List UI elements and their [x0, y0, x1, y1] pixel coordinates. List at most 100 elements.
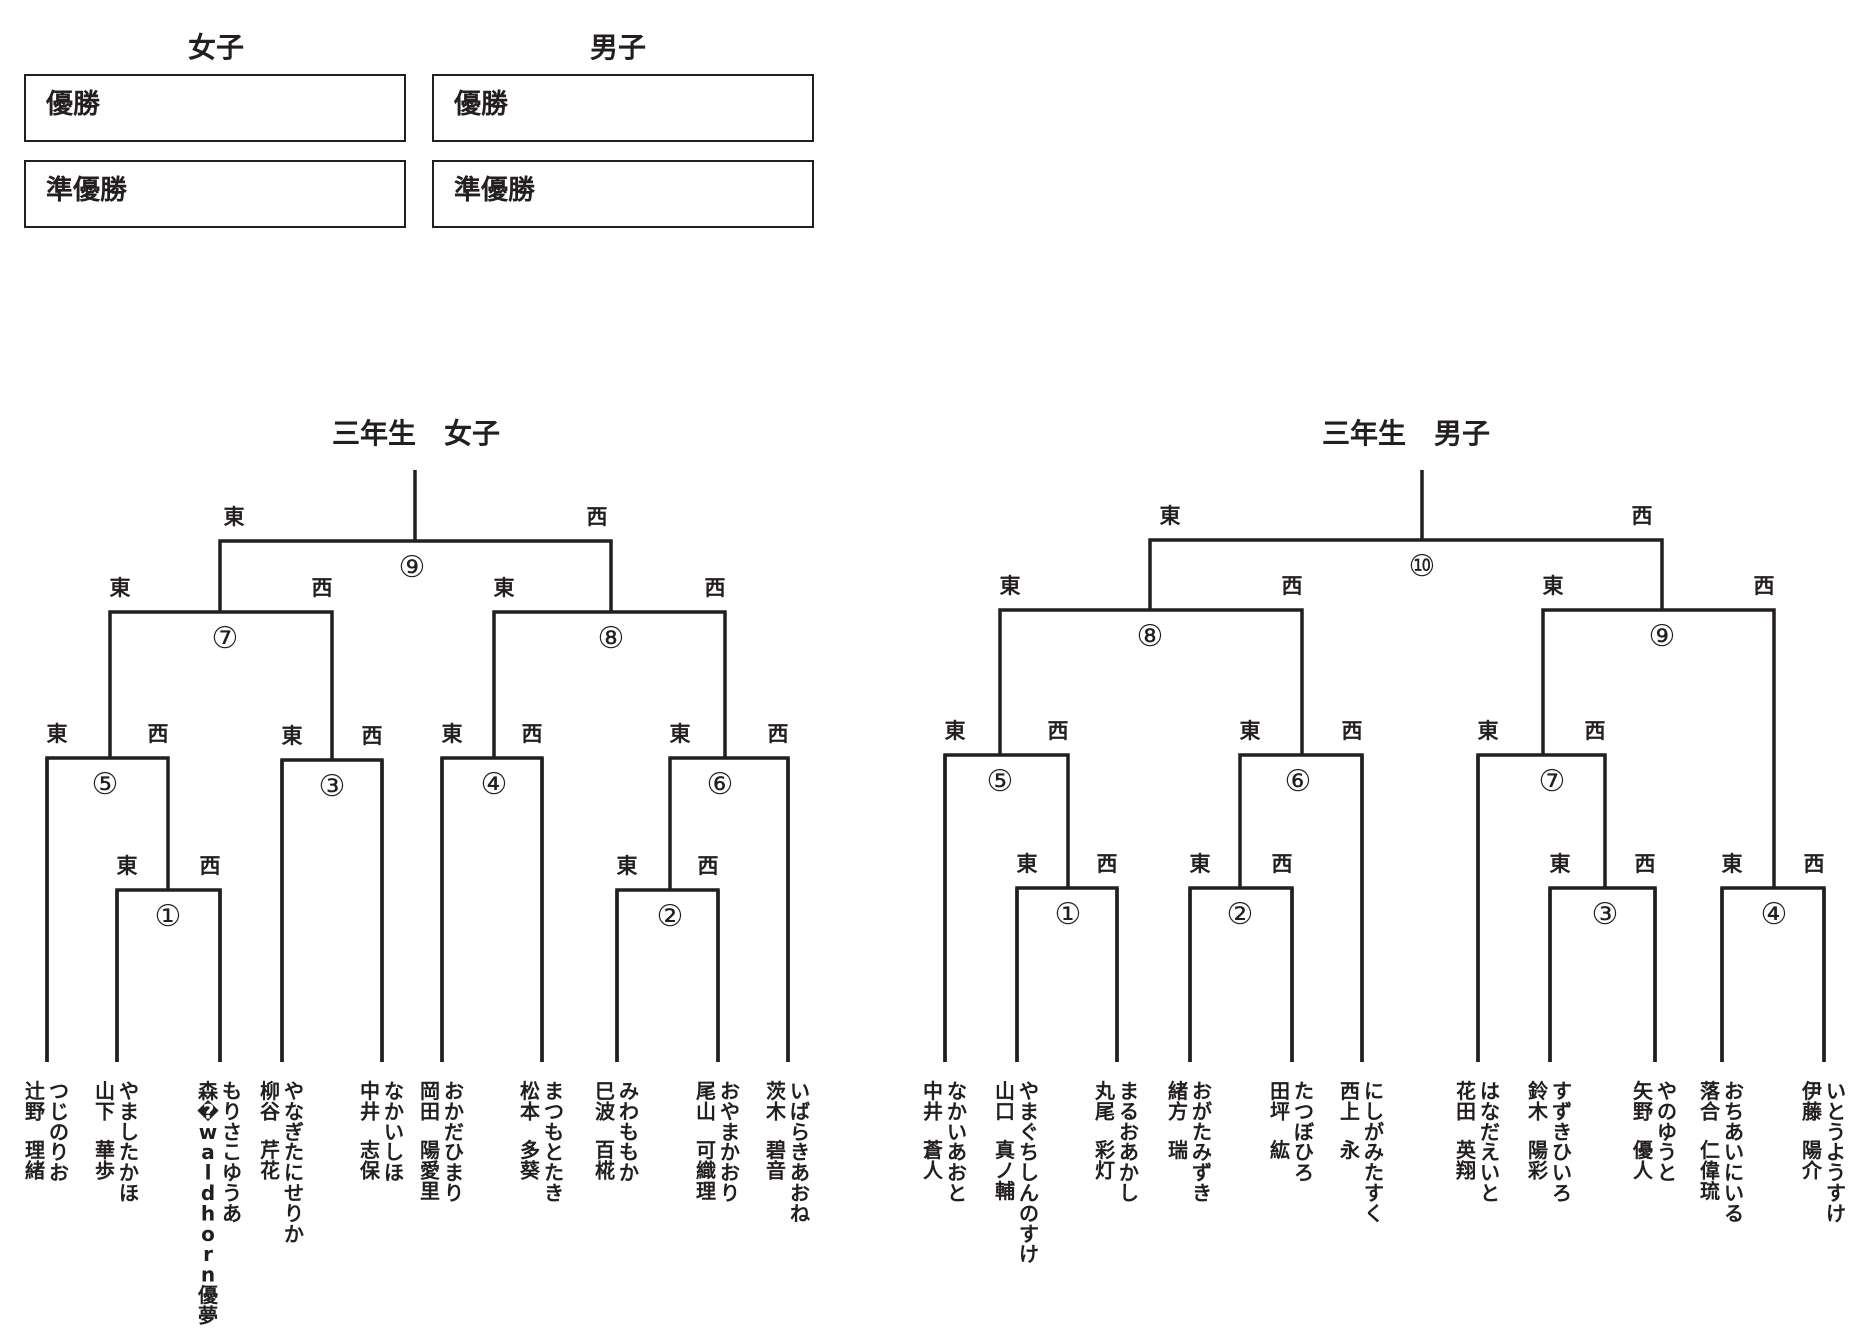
boys-player-name: 合: [1700, 1099, 1721, 1123]
girls-player-name: 柳: [260, 1079, 280, 1103]
girls-player-kana: た: [544, 1161, 564, 1185]
girls-player-kana: い: [384, 1120, 404, 1144]
girls-player-name: 愛: [420, 1159, 440, 1183]
boys-player-kana: す: [1552, 1079, 1572, 1103]
boys-player-name: 優: [1632, 1138, 1654, 1162]
boys-player-kana: み: [1192, 1140, 1212, 1164]
boys-player-kana: や: [1657, 1079, 1677, 1103]
boys-player-kana: い: [947, 1120, 967, 1144]
boys-player-name: 陽: [1802, 1138, 1822, 1162]
girls-player-name: 歩: [95, 1159, 115, 1183]
boys-match-number: ⑦: [1539, 764, 1566, 799]
boys-player-kana: す: [1364, 1181, 1384, 1205]
boys-player-name: 翔: [1455, 1159, 1476, 1183]
boys-west-label: 西: [1632, 504, 1653, 528]
girls-east-label: 東: [47, 722, 68, 746]
girls-east-label: 東: [282, 724, 303, 748]
girls-west-label: 西: [705, 576, 726, 600]
boys-results-heading: 男子: [589, 31, 646, 64]
girls-player-kana: ね: [790, 1201, 810, 1225]
boys-west-label: 西: [1097, 852, 1118, 876]
girls-east-label: 東: [494, 576, 515, 600]
boys-match-number: ④: [1761, 897, 1788, 932]
boys-player-kana: や: [1019, 1079, 1039, 1103]
girls-player-kana: ほ: [384, 1161, 404, 1185]
girls-player-kana: あ: [222, 1201, 242, 1225]
boys-player-kana: ん: [1019, 1181, 1039, 1205]
boys-player-kana: あ: [1119, 1140, 1139, 1164]
girls-player-name: 椛: [595, 1159, 615, 1183]
girls-winner-box: 優勝: [24, 74, 406, 142]
girls-player-kana: お: [444, 1079, 464, 1103]
girls-player-name: a: [201, 1140, 215, 1164]
boys-player-kana: き: [1192, 1181, 1212, 1205]
girls-player-kana: ぎ: [284, 1120, 304, 1144]
girls-player-kana: ひ: [444, 1140, 464, 1164]
girls-match-number: ②: [657, 899, 684, 934]
boys-player-kana: の: [1657, 1099, 1677, 1123]
girls-player-kana: や: [119, 1079, 139, 1103]
girls-player-name: h: [201, 1201, 215, 1225]
girls-player-kana: ま: [544, 1079, 564, 1103]
boys-player-kana: い: [1724, 1140, 1744, 1164]
girls-west-label: 西: [587, 505, 608, 529]
boys-player-kana: い: [1826, 1079, 1846, 1103]
boys-player-name: 上: [1340, 1099, 1360, 1123]
boys-player-name: 鈴: [1528, 1079, 1549, 1103]
boys-winner-box: 優勝: [432, 74, 814, 142]
boys-east-label: 東: [1190, 852, 1211, 876]
girls-west-label: 西: [522, 722, 543, 746]
girls-player-name: r: [203, 1242, 213, 1266]
boys-east-label: 東: [945, 719, 966, 743]
boys-match-bracket: [1476, 753, 1607, 1062]
boys-player-kana: は: [1480, 1079, 1500, 1103]
boys-player-name: 琉: [1700, 1179, 1720, 1203]
girls-player-name: 辻: [25, 1079, 45, 1103]
boys-player-kana: ろ: [1552, 1181, 1572, 1205]
boys-player-kana: す: [1826, 1181, 1846, 1205]
boys-player-kana: が: [1192, 1099, 1212, 1123]
girls-player-name: 山: [95, 1079, 115, 1103]
boys-player-name: 人: [1633, 1159, 1654, 1183]
girls-player-kana: や: [284, 1079, 304, 1103]
girls-player-name: 夢: [198, 1303, 218, 1327]
boys-player-name: 田: [1456, 1099, 1476, 1123]
boys-player-name: 灯: [1095, 1159, 1115, 1183]
boys-east-label: 東: [1017, 852, 1038, 876]
girls-player-kana: も: [619, 1120, 639, 1144]
boys-west-label: 西: [1048, 719, 1069, 743]
girls-player-kana: き: [790, 1140, 810, 1164]
boys-player-name: 野: [1633, 1099, 1653, 1123]
boys-player-kana: ひ: [1294, 1140, 1314, 1164]
girls-player-kana: か: [384, 1099, 404, 1123]
boys-player-kana: き: [1552, 1120, 1572, 1144]
boys-player-name: 口: [995, 1099, 1015, 1123]
boys-match-number: ⑥: [1285, 764, 1312, 799]
girls-east-label: 東: [670, 722, 691, 746]
boys-player-kana: ろ: [1294, 1161, 1314, 1185]
girls-player-name: 花: [260, 1159, 280, 1183]
girls-player-kana: な: [384, 1079, 404, 1103]
boys-player-kana: た: [1294, 1079, 1314, 1103]
boys-player-name: 輔: [995, 1179, 1015, 1203]
boys-west-label: 西: [1342, 719, 1363, 743]
girls-match-number: ⑦: [212, 621, 239, 656]
boys-player-kana: く: [1364, 1201, 1384, 1225]
girls-match-number: ③: [319, 769, 346, 804]
girls-match-number: ⑨: [399, 550, 426, 585]
boys-player-kana: に: [1364, 1079, 1384, 1103]
boys-player-name: 木: [1527, 1099, 1549, 1123]
girls-player-name: 優: [197, 1283, 219, 1307]
boys-player-name: 花: [1456, 1079, 1476, 1103]
girls-player-kana: り: [720, 1181, 740, 1205]
girls-player-kana: り: [444, 1181, 464, 1205]
girls-player-kana: み: [619, 1079, 639, 1103]
boys-player-kana: あ: [1724, 1120, 1744, 1144]
boys-player-kana: し: [1364, 1099, 1384, 1123]
girls-player-kana: か: [284, 1222, 304, 1246]
girls-match-number: ⑤: [92, 767, 119, 802]
girls-player-kana: も: [222, 1079, 242, 1103]
boys-player-name: 彩: [1094, 1138, 1115, 1162]
boys-player-name: 永: [1339, 1138, 1360, 1162]
boys-east-label: 東: [1478, 719, 1499, 743]
